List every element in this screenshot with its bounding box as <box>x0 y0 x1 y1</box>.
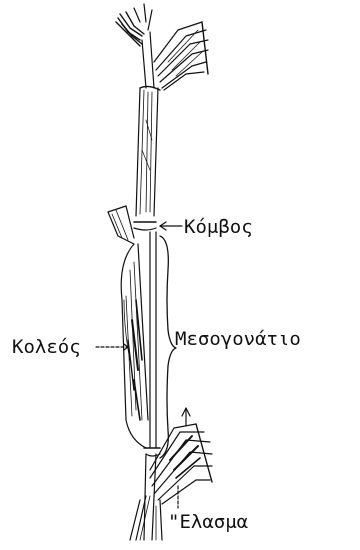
node <box>108 206 156 244</box>
internode-brace <box>160 236 176 458</box>
node-label: Κόμβος <box>184 218 253 237</box>
sheath-label: Κολεός <box>12 338 81 357</box>
top-leaf-tuft <box>116 4 208 90</box>
upper-sheath <box>136 86 160 216</box>
sheath <box>121 232 156 448</box>
node-pointer-arrow <box>160 222 182 230</box>
internode-label: Μεσογονάτιο <box>175 330 301 349</box>
blade-label: "Ελασμα <box>168 513 248 532</box>
